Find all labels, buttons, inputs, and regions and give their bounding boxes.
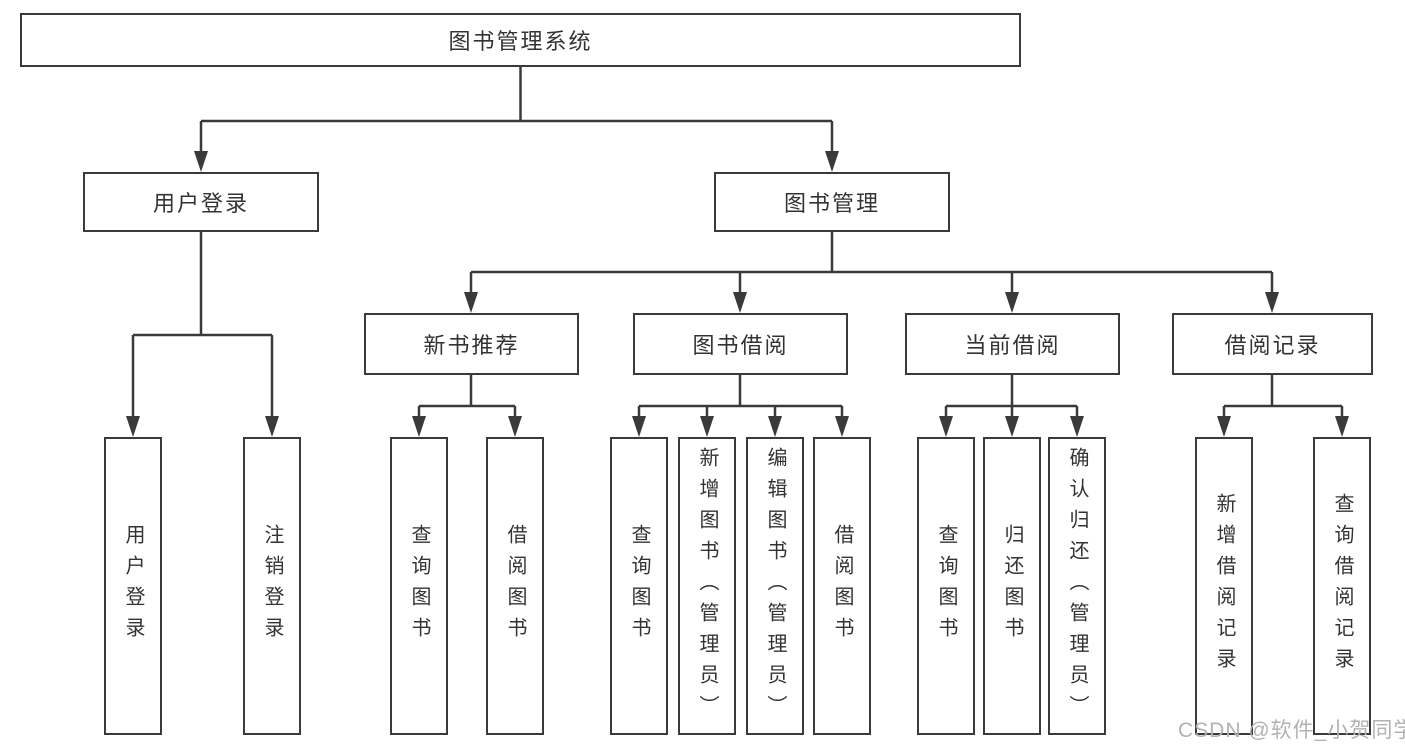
- leaf-add-borrow-record-label: 新增借阅记录: [1213, 493, 1235, 679]
- arrowhead: [1335, 416, 1349, 437]
- leaf-query-books-borrowing-label: 查询图书: [628, 524, 650, 648]
- arrowhead: [1217, 416, 1231, 437]
- leaf-edit-book-admin: 编辑图书（管理员）: [746, 437, 804, 735]
- connector-root-to-level2: [199, 67, 834, 155]
- leaf-borrow-books-borrowing: 借阅图书: [813, 437, 871, 735]
- csdn-watermark: CSDN @软件_小贺同学: [1178, 719, 1405, 742]
- arrowhead: [825, 151, 839, 172]
- arrowhead: [508, 416, 522, 437]
- leaf-query-borrow-record-label: 查询借阅记录: [1331, 493, 1353, 679]
- arrowhead: [265, 416, 279, 437]
- arrowhead: [835, 416, 849, 437]
- leaf-query-books-borrowing: 查询图书: [610, 437, 668, 735]
- leaf-query-books-current: 查询图书: [917, 437, 975, 735]
- leaf-add-book-admin-label: 新增图书（管理员）: [696, 446, 718, 726]
- node-root-label: 图书管理系统: [448, 29, 593, 54]
- node-current-borrowing: 当前借阅: [905, 313, 1120, 375]
- leaf-query-books-recommend: 查询图书: [390, 437, 448, 735]
- arrowhead: [939, 416, 953, 437]
- arrowhead: [1005, 292, 1019, 313]
- leaf-borrow-books-recommend: 借阅图书: [486, 437, 544, 735]
- leaf-confirm-return-admin: 确认归还（管理员）: [1048, 437, 1106, 735]
- arrowhead: [126, 416, 140, 437]
- node-new-book-recommend-label: 新书推荐: [423, 333, 520, 358]
- connector-borrow-records-to-leaves: [1222, 375, 1344, 420]
- arrowheads: [126, 151, 1349, 437]
- leaf-user-login: 用户登录: [104, 437, 162, 735]
- node-book-borrowing-label: 图书借阅: [692, 333, 789, 358]
- arrowhead: [632, 416, 646, 437]
- leaf-query-borrow-record: 查询借阅记录: [1313, 437, 1371, 735]
- arrowhead: [768, 416, 782, 437]
- node-book-management: 图书管理: [714, 172, 950, 232]
- leaf-borrow-books-borrowing-label: 借阅图书: [831, 524, 853, 648]
- node-borrowing-records-label: 借阅记录: [1224, 333, 1321, 358]
- arrowhead: [464, 292, 478, 313]
- leaf-borrow-books-recommend-label: 借阅图书: [504, 524, 526, 648]
- connector-book-mgmt-to-level3: [469, 232, 1274, 296]
- leaf-query-books-current-label: 查询图书: [935, 524, 957, 648]
- node-book-management-label: 图书管理: [783, 191, 880, 216]
- node-root: 图书管理系统: [20, 13, 1021, 67]
- arrowhead: [194, 151, 208, 172]
- connector-current-borrow-to-leaves: [944, 375, 1079, 420]
- arrowhead: [733, 292, 747, 313]
- node-new-book-recommend: 新书推荐: [364, 313, 579, 375]
- leaf-add-borrow-record: 新增借阅记录: [1195, 437, 1253, 735]
- arrowhead: [1265, 292, 1279, 313]
- connector-new-book-to-leaves: [417, 375, 517, 420]
- leaf-return-book-label: 归还图书: [1001, 524, 1023, 648]
- leaf-user-login-label: 用户登录: [122, 524, 144, 648]
- node-current-borrowing-label: 当前借阅: [964, 333, 1061, 358]
- arrowhead: [1005, 416, 1019, 437]
- leaf-confirm-return-admin-label: 确认归还（管理员）: [1066, 446, 1088, 726]
- leaf-logout: 注销登录: [243, 437, 301, 735]
- node-book-borrowing: 图书借阅: [633, 313, 848, 375]
- connector-user-login-to-leaves: [131, 232, 274, 420]
- arrowhead: [700, 416, 714, 437]
- leaf-return-book: 归还图书: [983, 437, 1041, 735]
- node-user-login: 用户登录: [83, 172, 319, 232]
- node-user-login-label: 用户登录: [152, 191, 249, 216]
- leaf-add-book-admin: 新增图书（管理员）: [678, 437, 736, 735]
- arrowhead: [1070, 416, 1084, 437]
- arrowhead: [412, 416, 426, 437]
- leaf-query-books-recommend-label: 查询图书: [408, 524, 430, 648]
- connector-book-borrow-to-leaves: [637, 375, 844, 420]
- leaf-logout-label: 注销登录: [261, 524, 283, 648]
- leaf-edit-book-admin-label: 编辑图书（管理员）: [764, 446, 786, 726]
- node-borrowing-records: 借阅记录: [1172, 313, 1373, 375]
